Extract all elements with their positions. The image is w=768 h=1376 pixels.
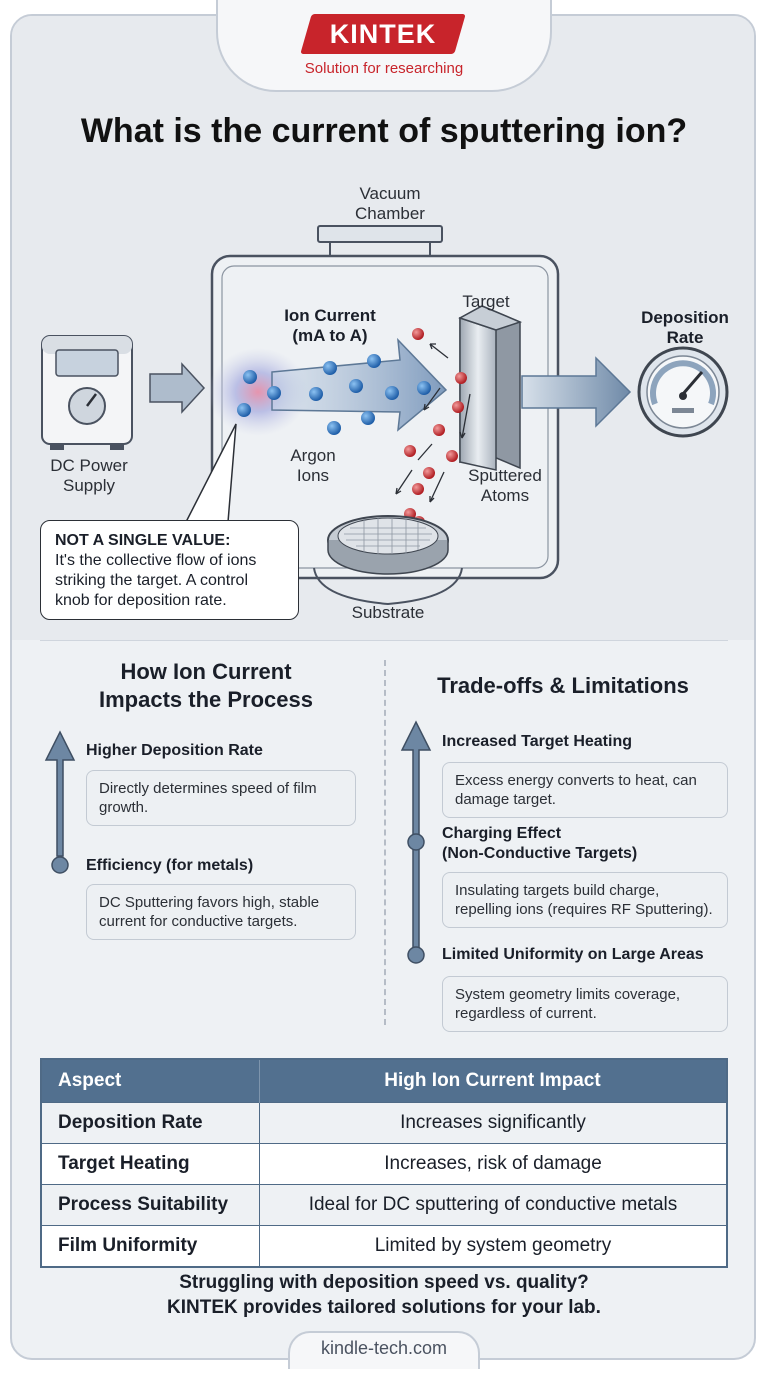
tradeoff-item-title-2-line-2: (Non-Conductive Targets) (442, 845, 638, 862)
power-supply-label-line-1: DC Power (50, 456, 128, 475)
tradeoff-item-box-3: System geometry limits coverage, regardl… (442, 976, 728, 1032)
ion-current-label: Ion Current (mA to A) (268, 306, 392, 346)
table-cell-aspect: Target Heating (41, 1143, 260, 1185)
argon-ions-label: Argon Ions (276, 446, 350, 486)
tradeoff-item-text-1-line-2: damage target. (455, 791, 556, 808)
deposition-rate-label-line-1: Deposition (641, 308, 729, 327)
impact-item-box-1: Directly determines speed of film growth… (86, 770, 356, 826)
sputtered-atoms-label-line-1: Sputtered (468, 466, 542, 485)
vacuum-chamber-label: Vacuum Chamber (340, 184, 440, 224)
vacuum-chamber-label-line-1: Vacuum (359, 184, 421, 203)
tradeoff-item-title-3: Limited Uniformity on Large Areas (442, 946, 704, 963)
impacts-rising-arrow (44, 730, 76, 874)
deposition-rate-label: Deposition Rate (630, 308, 740, 348)
table-header-impact: High Ion Current Impact (259, 1059, 727, 1103)
target-label: Target (462, 292, 510, 311)
tradeoff-item-box-2: Insulating targets build charge, repelli… (442, 872, 728, 928)
impacts-heading-line-2: Impacts the Process (99, 687, 313, 712)
plasma-cloud (208, 348, 308, 436)
impact-item-text-1-line-2: growth. (99, 799, 149, 816)
argon-ion-particles (237, 354, 431, 435)
target-block (458, 305, 523, 471)
table-cell-impact: Ideal for DC sputtering of conductive me… (259, 1184, 727, 1226)
tradeoff-item-title-2: Charging Effect (Non-Conductive Targets) (442, 824, 637, 864)
table-row: Film Uniformity Limited by system geomet… (41, 1225, 727, 1267)
impacts-heading: How Ion Current Impacts the Process (60, 658, 352, 714)
table-cell-impact: Increases significantly (259, 1102, 727, 1144)
tradeoff-item-title-2-line-1: Charging Effect (442, 825, 562, 842)
impact-item-text-1-line-1: Directly determines speed of film (99, 780, 317, 797)
callout-pointer (185, 423, 237, 523)
callout-heading: NOT A SINGLE VALUE: (55, 532, 231, 549)
tradeoff-item-text-2-line-1: Insulating targets build charge, (455, 882, 660, 899)
argon-ions-label-line-1: Argon (290, 446, 336, 465)
impact-item-title-1: Higher Deposition Rate (86, 742, 263, 759)
cta-line-2: KINTEK provides tailored solutions for y… (167, 1297, 601, 1318)
summary-table: Aspect High Ion Current Impact Depositio… (40, 1058, 728, 1268)
sputtered-atoms-label-line-2: Atoms (480, 486, 530, 505)
impact-item-text-2-line-1: DC Sputtering favors high, stable (99, 894, 320, 911)
page-title: What is the current of sputtering ion? (80, 112, 688, 150)
impacts-heading-line-1: How Ion Current (120, 659, 292, 684)
sputtered-atoms-label: Sputtered Atoms (458, 466, 552, 506)
tradeoff-item-text-3-line-1: System geometry limits coverage, (455, 986, 681, 1003)
ion-current-label-line-1: Ion Current (284, 306, 376, 325)
tradeoff-item-text-2-line-2: repelling ions (requires RF Sputtering). (455, 901, 713, 918)
sputtering-diagram (41, 225, 729, 606)
brand-name: KINTEK (329, 19, 437, 49)
call-to-action: Struggling with deposition speed vs. qua… (20, 1270, 748, 1320)
substrate-label: Substrate (351, 603, 425, 622)
brand-tagline: Solution for researching (304, 60, 464, 77)
substrate-wafer (313, 515, 463, 606)
table-row: Deposition Rate Increases significantly (41, 1102, 727, 1144)
impact-item-box-2: DC Sputtering favors high, stable curren… (86, 884, 356, 940)
url-tab (288, 1331, 480, 1369)
deposition-arrow (521, 356, 632, 428)
table-header-aspect: Aspect (41, 1059, 260, 1103)
table-cell-impact: Limited by system geometry (259, 1225, 727, 1267)
tradeoff-item-text-1-line-1: Excess energy converts to heat, can (455, 772, 697, 789)
cta-line-1: Struggling with deposition speed vs. qua… (179, 1272, 589, 1293)
tradeoffs-rising-arrow (400, 720, 432, 964)
deposition-rate-label-line-2: Rate (666, 328, 704, 347)
tradeoffs-heading: Trade-offs & Limitations (437, 673, 689, 698)
website-link[interactable]: kindle-tech.com (320, 1338, 448, 1358)
callout-box: NOT A SINGLE VALUE: It's the collective … (40, 520, 299, 620)
table-cell-aspect: Process Suitability (41, 1184, 260, 1226)
table-row: Process Suitability Ideal for DC sputter… (41, 1184, 727, 1226)
section-divider (40, 640, 728, 641)
dc-power-supply-icon (41, 335, 133, 450)
ion-current-label-line-2: (mA to A) (292, 326, 368, 345)
tradeoff-item-title-1: Increased Target Heating (442, 733, 632, 750)
table-header-row: Aspect High Ion Current Impact (41, 1059, 727, 1103)
impact-item-title-2: Efficiency (for metals) (86, 857, 254, 874)
argon-ions-label-line-2: Ions (296, 466, 330, 485)
power-supply-label-line-2: Supply (63, 476, 115, 495)
power-arrow (149, 362, 206, 414)
deposition-gauge-icon (637, 346, 729, 438)
vacuum-chamber-label-line-2: Chamber (355, 204, 425, 223)
tradeoff-item-text-3-line-2: regardless of current. (455, 1005, 597, 1022)
column-divider (384, 660, 386, 1025)
impact-item-text-2-line-2: current for conductive targets. (99, 913, 298, 930)
table-cell-impact: Increases, risk of damage (259, 1143, 727, 1185)
table-row: Target Heating Increases, risk of damage (41, 1143, 727, 1185)
power-supply-label: DC Power Supply (36, 456, 142, 496)
table-cell-aspect: Film Uniformity (41, 1225, 260, 1267)
tradeoff-item-box-1: Excess energy converts to heat, can dama… (442, 762, 728, 818)
table-cell-aspect: Deposition Rate (41, 1102, 260, 1144)
callout-body: It's the collective flow of ions strikin… (55, 552, 257, 609)
